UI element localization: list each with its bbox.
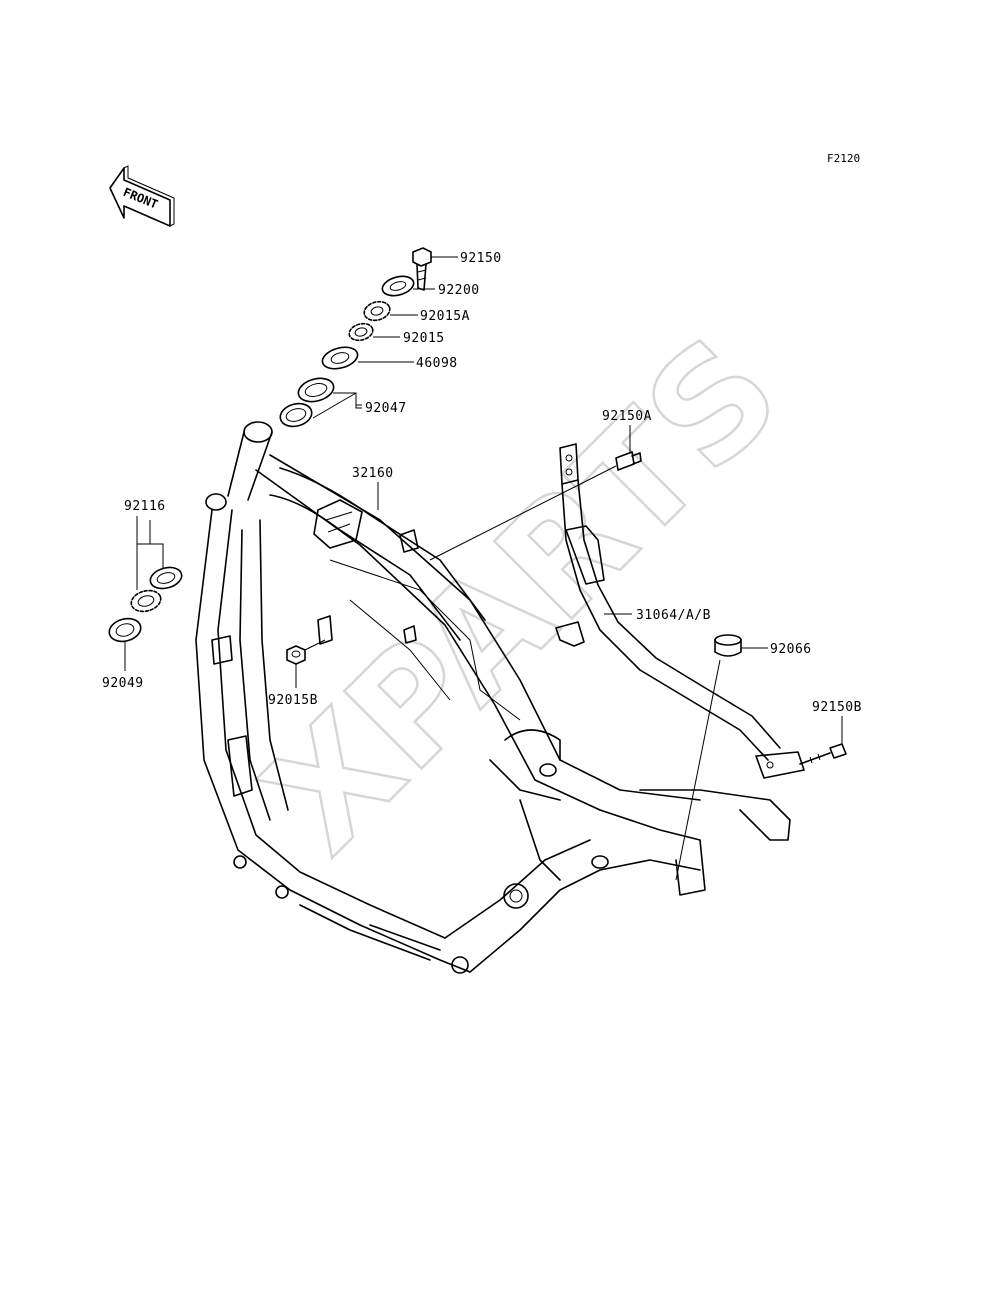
race-92116-lower-icon xyxy=(130,589,162,613)
bolt-92150-icon xyxy=(412,247,432,291)
figure-code: F2120 xyxy=(827,152,860,165)
label-92066: 92066 xyxy=(770,642,812,657)
label-92150: 92150 xyxy=(460,251,502,266)
bolt-92150A-icon xyxy=(615,451,642,471)
main-frame-32160-icon xyxy=(195,421,791,974)
seal-92049-icon xyxy=(108,617,142,643)
washer-46098-icon xyxy=(321,346,359,370)
bearing-92047-upper-icon xyxy=(297,377,335,403)
label-92015B: 92015B xyxy=(268,693,318,708)
label-92200: 92200 xyxy=(438,283,480,298)
label-92049: 92049 xyxy=(102,676,144,691)
label-31064: 31064/A/B xyxy=(636,608,711,623)
race-92116-upper-icon xyxy=(149,566,183,590)
label-92015A: 92015A xyxy=(420,309,470,324)
label-92047: 92047 xyxy=(365,401,407,416)
leader-lines xyxy=(124,256,843,881)
nut-92015B-icon xyxy=(286,645,306,665)
label-92150A: 92150A xyxy=(602,409,652,424)
front-arrow-icon: FRONT xyxy=(109,165,175,227)
watermark-text: XPARTS xyxy=(232,305,813,886)
label-32160: 32160 xyxy=(352,466,394,481)
label-92150B: 92150B xyxy=(812,700,862,715)
watermark: XPARTS xyxy=(231,304,814,887)
bearing-92047-lower-icon xyxy=(279,402,313,428)
cap-92066-icon xyxy=(714,634,742,657)
bolt-92150B-icon xyxy=(799,743,847,765)
nut-92015-icon xyxy=(348,322,374,342)
label-92015: 92015 xyxy=(403,331,445,346)
label-92116: 92116 xyxy=(124,499,166,514)
nut-92015A-icon xyxy=(363,300,391,322)
part-labels: 92150 92200 92015A 92015 46098 92047 921… xyxy=(102,251,862,715)
label-46098: 46098 xyxy=(416,356,458,371)
rear-frame-31064-icon xyxy=(555,443,805,779)
washer-92200-icon xyxy=(381,275,415,297)
